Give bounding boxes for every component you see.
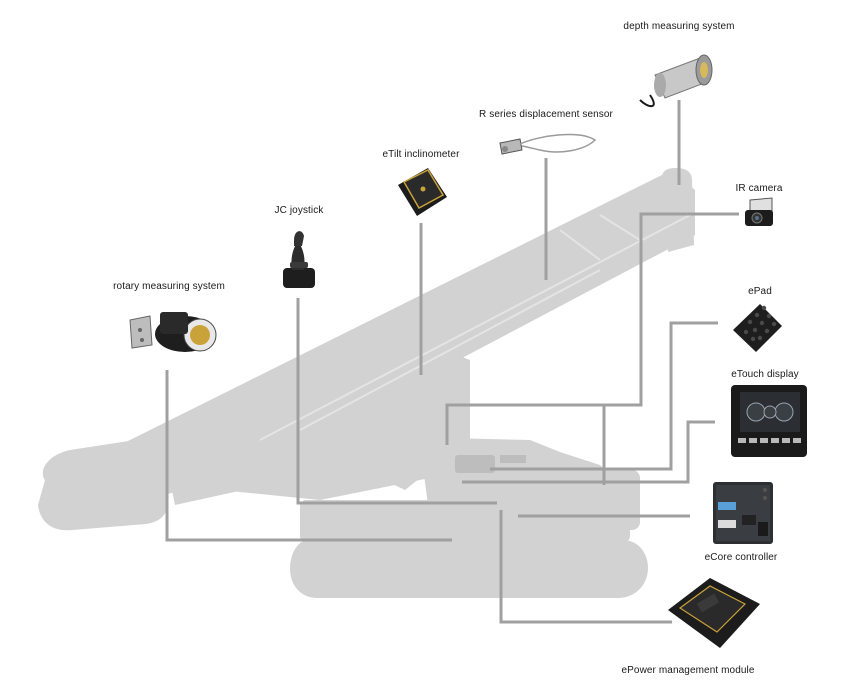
etouch-display-icon xyxy=(731,385,807,457)
label-jc-joystick: JC joystick xyxy=(274,205,324,216)
connector-rotary xyxy=(165,370,452,542)
label-depth-measuring-system: depth measuring system xyxy=(623,21,735,32)
depth-measuring-system-icon xyxy=(639,54,713,108)
jc-joystick-icon xyxy=(283,231,315,288)
epad-icon xyxy=(733,304,782,352)
label-ecore-controller: eCore controller xyxy=(704,552,778,563)
connector-epower xyxy=(499,510,672,624)
label-r-series-sensor: R series displacement sensor xyxy=(479,109,613,120)
connector-epad xyxy=(490,321,718,471)
label-etilt-inclinometer: eTilt inclinometer xyxy=(382,149,460,160)
connector-lines xyxy=(165,100,739,624)
connector-ir-camera xyxy=(445,212,739,445)
ir-camera-icon xyxy=(745,197,773,226)
connector-etouch xyxy=(462,420,715,484)
r-series-sensor-icon xyxy=(499,133,597,155)
rotary-measuring-system-icon xyxy=(129,312,217,352)
cab-details xyxy=(455,455,526,473)
label-ir-camera: IR camera xyxy=(735,183,783,194)
label-rotary-measuring-system: rotary measuring system xyxy=(113,281,225,292)
connector-joystick xyxy=(296,298,497,505)
label-epad: ePad xyxy=(748,286,772,297)
epower-module-icon xyxy=(668,578,760,648)
ecore-controller-icon xyxy=(713,482,773,544)
label-etouch-display: eTouch display xyxy=(731,369,799,380)
label-epower-module: ePower management module xyxy=(621,665,755,676)
mast-lattice xyxy=(259,214,691,441)
etilt-inclinometer-icon xyxy=(398,168,447,216)
machine-silhouette xyxy=(38,168,695,598)
